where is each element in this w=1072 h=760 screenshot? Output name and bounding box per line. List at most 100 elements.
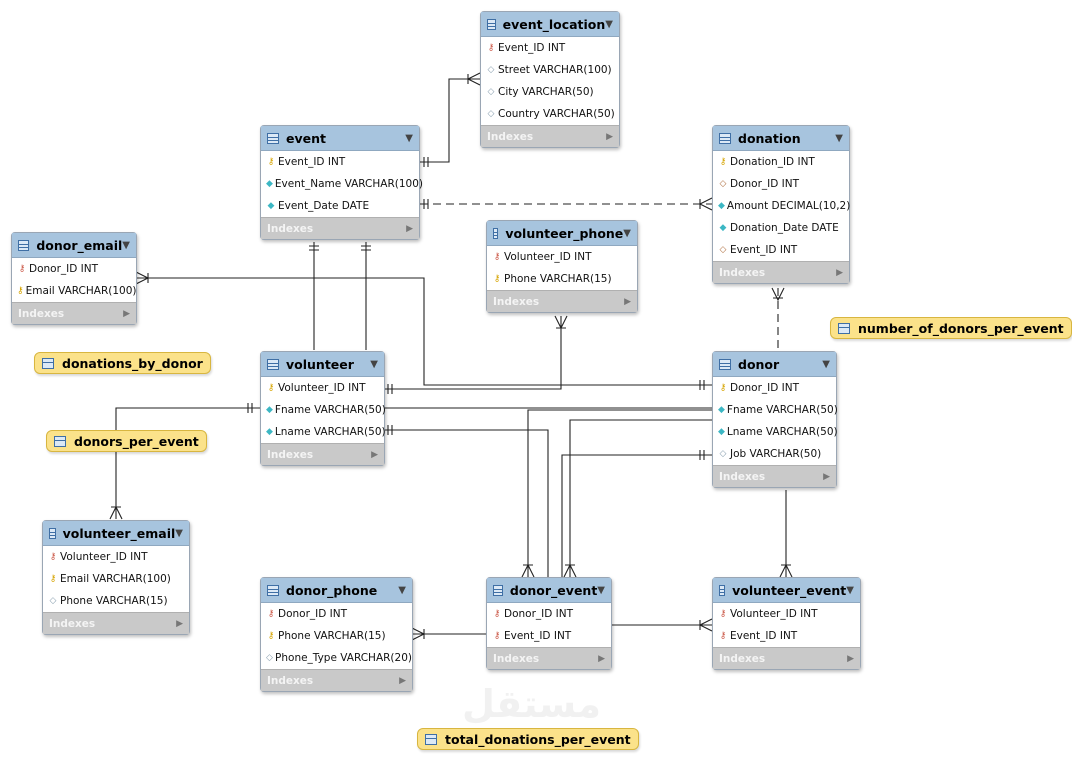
column-row[interactable]: ◇Country VARCHAR(50) bbox=[481, 103, 619, 125]
table-volunteer_phone[interactable]: volunteer_phone▼⚷Volunteer_ID INT⚷Phone … bbox=[486, 220, 638, 313]
column-row[interactable]: ◇Job VARCHAR(50) bbox=[713, 443, 836, 465]
table-header[interactable]: donor_email▼ bbox=[12, 233, 136, 258]
column-row[interactable]: ⚷Volunteer_ID INT bbox=[261, 377, 384, 399]
column-row[interactable]: ◇Phone VARCHAR(15) bbox=[43, 590, 189, 612]
expand-arrow-icon[interactable]: ▶ bbox=[399, 675, 406, 686]
column-row[interactable]: ⚷Email VARCHAR(100) bbox=[12, 280, 136, 302]
table-header[interactable]: volunteer▼ bbox=[261, 352, 384, 377]
column-row[interactable]: ⚷Event_ID INT bbox=[713, 625, 860, 647]
column-row[interactable]: ◆Lname VARCHAR(50) bbox=[261, 421, 386, 443]
table-header[interactable]: event▼ bbox=[261, 126, 419, 151]
view-number_of_donors_per_event[interactable]: number_of_donors_per_event bbox=[830, 317, 1072, 339]
column-row[interactable]: ⚷Donation_ID INT bbox=[713, 151, 849, 173]
indexes-section[interactable]: Indexes▶ bbox=[261, 669, 412, 691]
view-donations_by_donor[interactable]: donations_by_donor bbox=[34, 352, 211, 374]
column-row[interactable]: ◇City VARCHAR(50) bbox=[481, 81, 619, 103]
collapse-caret-icon[interactable]: ▼ bbox=[822, 358, 830, 370]
column-row[interactable]: ◆Lname VARCHAR(50) bbox=[713, 421, 838, 443]
collapse-caret-icon[interactable]: ▼ bbox=[175, 527, 183, 539]
column-row[interactable]: ◆Fname VARCHAR(50) bbox=[261, 399, 386, 421]
column-row[interactable]: ⚷Phone VARCHAR(15) bbox=[261, 625, 412, 647]
table-donor_email[interactable]: donor_email▼⚷Donor_ID INT⚷Email VARCHAR(… bbox=[11, 232, 137, 325]
column-row[interactable]: ◇Street VARCHAR(100) bbox=[481, 59, 619, 81]
collapse-caret-icon[interactable]: ▼ bbox=[398, 584, 406, 596]
expand-arrow-icon[interactable]: ▶ bbox=[123, 308, 130, 319]
table-header[interactable]: donor▼ bbox=[713, 352, 836, 377]
column-label: Donor_ID INT bbox=[29, 263, 99, 275]
table-donor_phone[interactable]: donor_phone▼⚷Donor_ID INT⚷Phone VARCHAR(… bbox=[260, 577, 413, 692]
column-row[interactable]: ◇Event_ID INT bbox=[713, 239, 849, 261]
table-volunteer_event[interactable]: volunteer_event▼⚷Volunteer_ID INT⚷Event_… bbox=[712, 577, 861, 670]
table-donation[interactable]: donation▼⚷Donation_ID INT◇Donor_ID INT◆A… bbox=[712, 125, 850, 284]
collapse-caret-icon[interactable]: ▼ bbox=[605, 18, 613, 30]
indexes-section[interactable]: Indexes▶ bbox=[713, 261, 849, 283]
column-row[interactable]: ⚷Email VARCHAR(100) bbox=[43, 568, 189, 590]
column-row[interactable]: ⚷Volunteer_ID INT bbox=[43, 546, 189, 568]
indexes-section[interactable]: Indexes▶ bbox=[261, 217, 419, 239]
column-row[interactable]: ⚷Donor_ID INT bbox=[12, 258, 136, 280]
column-row[interactable]: ◇Donor_ID INT bbox=[713, 173, 849, 195]
table-event[interactable]: event▼⚷Event_ID INT◆Event_Name VARCHAR(1… bbox=[260, 125, 423, 240]
table-header[interactable]: event_location▼ bbox=[481, 12, 619, 37]
expand-arrow-icon[interactable]: ▶ bbox=[624, 296, 631, 307]
table-header[interactable]: volunteer_email▼ bbox=[43, 521, 189, 546]
column-row[interactable]: ◇Phone_Type VARCHAR(20) bbox=[261, 647, 412, 669]
collapse-caret-icon[interactable]: ▼ bbox=[835, 132, 843, 144]
table-icon bbox=[267, 132, 279, 144]
view-title: total_donations_per_event bbox=[445, 731, 631, 747]
expand-arrow-icon[interactable]: ▶ bbox=[823, 471, 830, 482]
column-row[interactable]: ⚷Donor_ID INT bbox=[713, 377, 836, 399]
view-total_donations_per_event[interactable]: total_donations_per_event bbox=[417, 728, 639, 750]
column-row[interactable]: ◆Event_Name VARCHAR(100) bbox=[261, 173, 423, 195]
collapse-caret-icon[interactable]: ▼ bbox=[122, 239, 130, 251]
collapse-caret-icon[interactable]: ▼ bbox=[623, 227, 631, 239]
table-icon bbox=[267, 584, 279, 596]
column-row[interactable]: ◆Donation_Date DATE bbox=[713, 217, 849, 239]
column-row[interactable]: ⚷Phone VARCHAR(15) bbox=[487, 268, 637, 290]
expand-arrow-icon[interactable]: ▶ bbox=[847, 653, 854, 664]
column-row[interactable]: ⚷Volunteer_ID INT bbox=[713, 603, 860, 625]
indexes-section[interactable]: Indexes▶ bbox=[481, 125, 619, 147]
expand-arrow-icon[interactable]: ▶ bbox=[406, 223, 413, 234]
column-label: Donor_ID INT bbox=[504, 608, 574, 620]
indexes-section[interactable]: Indexes▶ bbox=[487, 290, 637, 312]
table-header[interactable]: donation▼ bbox=[713, 126, 849, 151]
column-row[interactable]: ⚷Event_ID INT bbox=[481, 37, 619, 59]
view-donors_per_event[interactable]: donors_per_event bbox=[46, 430, 207, 452]
column-row[interactable]: ⚷Donor_ID INT bbox=[261, 603, 412, 625]
expand-arrow-icon[interactable]: ▶ bbox=[371, 449, 378, 460]
key-icon: ⚷ bbox=[493, 273, 501, 284]
rel-donor-donor_event-3 bbox=[569, 419, 712, 577]
table-header[interactable]: donor_phone▼ bbox=[261, 578, 412, 603]
table-header[interactable]: volunteer_phone▼ bbox=[487, 221, 637, 246]
indexes-section[interactable]: Indexes▶ bbox=[713, 465, 836, 487]
indexes-section[interactable]: Indexes▶ bbox=[261, 443, 384, 465]
indexes-section[interactable]: Indexes▶ bbox=[12, 302, 136, 324]
table-header[interactable]: donor_event▼ bbox=[487, 578, 611, 603]
table-volunteer[interactable]: volunteer▼⚷Volunteer_ID INT◆Fname VARCHA… bbox=[260, 351, 386, 466]
column-row[interactable]: ◆Amount DECIMAL(10,2) bbox=[713, 195, 850, 217]
indexes-section[interactable]: Indexes▶ bbox=[43, 612, 189, 634]
table-volunteer_email[interactable]: volunteer_email▼⚷Volunteer_ID INT⚷Email … bbox=[42, 520, 190, 635]
expand-arrow-icon[interactable]: ▶ bbox=[598, 653, 605, 664]
collapse-caret-icon[interactable]: ▼ bbox=[370, 358, 378, 370]
collapse-caret-icon[interactable]: ▼ bbox=[846, 584, 854, 596]
collapse-caret-icon[interactable]: ▼ bbox=[405, 132, 413, 144]
expand-arrow-icon[interactable]: ▶ bbox=[836, 267, 843, 278]
column-row[interactable]: ⚷Event_ID INT bbox=[487, 625, 611, 647]
column-row[interactable]: ⚷Event_ID INT bbox=[261, 151, 419, 173]
table-donor[interactable]: donor▼⚷Donor_ID INT◆Fname VARCHAR(50)◆Ln… bbox=[712, 351, 838, 488]
column-row[interactable]: ⚷Volunteer_ID INT bbox=[487, 246, 637, 268]
indexes-section[interactable]: Indexes▶ bbox=[713, 647, 860, 669]
column-row[interactable]: ◆Fname VARCHAR(50) bbox=[713, 399, 838, 421]
expand-arrow-icon[interactable]: ▶ bbox=[606, 131, 613, 142]
column-row[interactable]: ◆Event_Date DATE bbox=[261, 195, 419, 217]
column-row[interactable]: ⚷Donor_ID INT bbox=[487, 603, 611, 625]
expand-arrow-icon[interactable]: ▶ bbox=[176, 618, 183, 629]
column-not-null-icon: ◆ bbox=[267, 200, 275, 211]
indexes-section[interactable]: Indexes▶ bbox=[487, 647, 611, 669]
table-event_location[interactable]: event_location▼⚷Event_ID INT◇Street VARC… bbox=[480, 11, 620, 148]
table-header[interactable]: volunteer_event▼ bbox=[713, 578, 860, 603]
collapse-caret-icon[interactable]: ▼ bbox=[597, 584, 605, 596]
